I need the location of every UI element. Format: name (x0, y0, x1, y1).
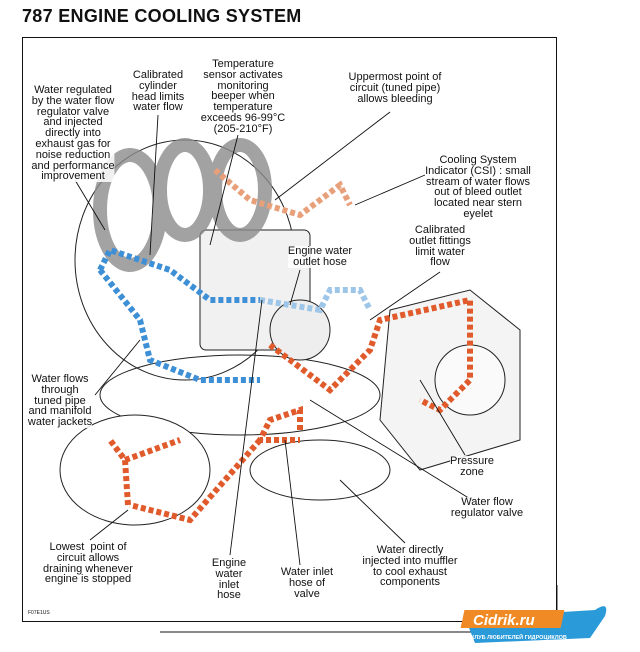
cold-outlet-line (259, 287, 373, 314)
hot-water-hose (107, 296, 473, 524)
label-uppermost-point: Uppermost point of circuit (tuned pipe) … (348, 71, 442, 105)
label-inlet-hose: Engine water inlet hose (211, 557, 247, 602)
hot-bleed-line (213, 167, 353, 219)
label-regulator-valve: Water flow regulator valve (450, 496, 524, 519)
coil-2 (153, 138, 217, 242)
label-tuned-pipe: Water flows through tuned pipe and manif… (27, 373, 93, 429)
label-pressure-zone: Pressure zone (449, 455, 495, 478)
page-title: 787 ENGINE COOLING SYSTEM (22, 6, 302, 26)
muffler-outline (99, 354, 381, 436)
label-injected-muffler: Water directly injected into muffler to … (362, 544, 458, 589)
figure-code: F07E1US (28, 610, 50, 616)
coil-3 (208, 138, 272, 242)
logo-subtitle: КЛУБ ЛЮБИТЕЛЕЙ ГИДРОЦИКЛОВ (471, 633, 567, 641)
label-valve-inlet-hose: Water inlet hose of valve (280, 566, 334, 600)
label-outlet-fittings: Calibrated outlet fittings limit water f… (409, 224, 471, 269)
cold-water-hose (97, 246, 260, 383)
leader-lines (74, 111, 558, 633)
label-outlet-hose: Engine water outlet hose (287, 245, 353, 268)
label-temperature-sensor: Temperature sensor activates monitoring … (200, 58, 286, 135)
label-csi: Cooling System Indicator (CSI) : small s… (425, 154, 531, 220)
pump-housing (269, 299, 331, 361)
cidrik-logo: Cidrik.ru КЛУБ ЛЮБИТЕЛЕЙ ГИДРОЦИКЛОВ (460, 606, 607, 643)
exhaust-can (249, 439, 391, 501)
diagram-frame (22, 37, 557, 622)
label-calibrated-cylinder-head: Calibrated cylinder head limits water fl… (131, 69, 185, 114)
logo-text: Cidrik.ru (473, 612, 535, 629)
label-lowest-point: Lowest point of circuit allows draining … (43, 541, 133, 586)
label-water-regulated: Water regulated by the water flow regula… (31, 84, 115, 183)
